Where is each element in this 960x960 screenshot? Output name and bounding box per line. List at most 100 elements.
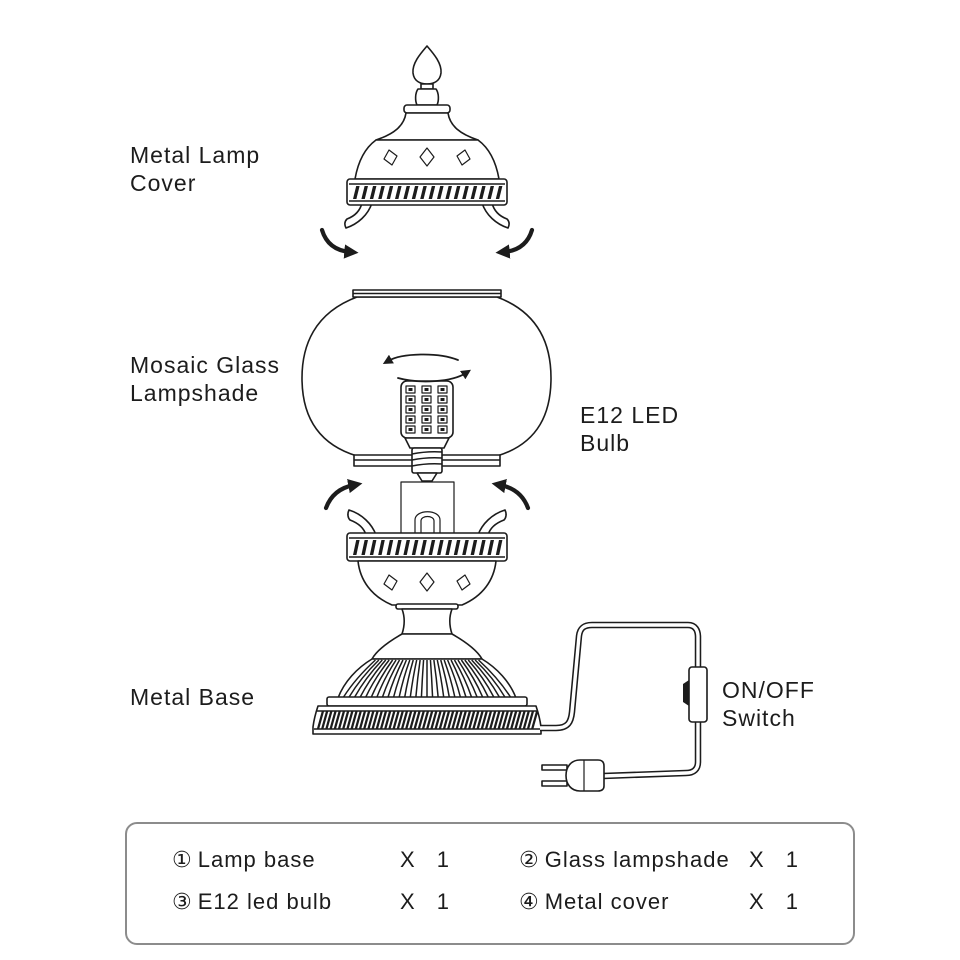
knurl-line xyxy=(451,710,459,730)
flute-line xyxy=(440,659,450,698)
knurl-line xyxy=(409,710,417,730)
flute-line xyxy=(370,659,394,698)
on-off-switch xyxy=(683,666,708,723)
part-quantity: X 1 xyxy=(749,847,800,872)
flute-line xyxy=(433,659,439,698)
band-slot xyxy=(470,540,478,555)
knurl-line xyxy=(455,710,463,730)
flute-line xyxy=(359,659,387,698)
led-chip-core xyxy=(424,428,429,431)
flute-line xyxy=(404,659,414,698)
label-line: ON/OFF xyxy=(722,677,815,703)
base-stem xyxy=(401,608,453,635)
label-line: Cover xyxy=(130,170,197,196)
knurl-line xyxy=(484,710,493,730)
flute-line xyxy=(420,659,425,698)
knurl-line xyxy=(501,710,509,730)
knurl-line xyxy=(518,710,526,730)
label-line: Mosaic Glass xyxy=(130,352,281,378)
knurl-line xyxy=(514,710,522,730)
band-slot xyxy=(470,186,478,199)
band-slot xyxy=(495,186,503,199)
base-prong-right xyxy=(477,509,507,536)
flute-line xyxy=(387,659,404,698)
cover-cutout-right xyxy=(456,149,471,166)
cover-finial xyxy=(412,45,442,85)
label-line: E12 LED xyxy=(580,402,680,428)
part-quantity: X 1 xyxy=(400,889,451,914)
knurl-line xyxy=(489,710,497,730)
metal-base-label: Metal Base xyxy=(130,683,255,711)
knurl-line xyxy=(493,710,501,730)
base-rim xyxy=(326,696,528,707)
knurl-line xyxy=(371,710,379,730)
cover-cutout-center xyxy=(419,147,435,167)
base-plate-knurling xyxy=(316,710,539,730)
band-slot xyxy=(462,540,469,555)
knurl-line xyxy=(505,710,514,730)
flute-line xyxy=(381,659,401,698)
band-slot xyxy=(369,186,377,199)
metal-lamp-cover xyxy=(344,45,510,229)
part-name: Glass lampshade xyxy=(544,847,730,872)
led-chip-core xyxy=(424,388,429,391)
led-chip-core xyxy=(408,428,413,431)
flute-line xyxy=(467,659,495,698)
mosaic-glass-lampshade-label: Mosaic Glass Lampshade xyxy=(130,351,280,407)
flute-line xyxy=(342,659,376,698)
knurl-line xyxy=(333,710,341,730)
cord-upper-core xyxy=(540,623,700,730)
curved-arrow-icon xyxy=(495,227,535,259)
rotate-arrow-lower xyxy=(397,369,471,383)
knurl-line xyxy=(354,710,362,730)
band-slot xyxy=(487,186,494,199)
flute-line xyxy=(429,659,434,698)
flute-line xyxy=(348,659,380,698)
cover-disk xyxy=(403,104,451,114)
knurl-line xyxy=(426,710,434,730)
band-slot xyxy=(353,186,360,199)
band-slot xyxy=(361,186,368,199)
curved-arrow-icon xyxy=(323,479,363,511)
knurl-line xyxy=(346,710,354,730)
base-band-slots xyxy=(353,540,503,555)
base-flute-lines xyxy=(342,659,512,698)
cover-upper-bell xyxy=(375,112,479,141)
plug-prong-top xyxy=(541,764,568,771)
band-slot xyxy=(479,540,486,555)
knurl-line xyxy=(363,710,371,730)
flute-line xyxy=(415,659,421,698)
knurl-line xyxy=(480,710,488,730)
knurl-line xyxy=(510,710,518,730)
rotate-arrow-upper xyxy=(382,353,459,364)
part-number: ④ xyxy=(519,889,540,914)
band-slot xyxy=(378,540,385,555)
flute-line xyxy=(460,659,484,698)
cord-upper-outline xyxy=(540,621,702,732)
led-chip-core xyxy=(440,428,445,431)
led-chip-core xyxy=(424,398,429,401)
knurl-line xyxy=(531,710,539,730)
part-name: Lamp base xyxy=(197,847,316,872)
flute-line xyxy=(409,659,418,698)
label-line: Metal Lamp xyxy=(130,142,261,168)
knurl-line xyxy=(497,710,505,730)
knurl-line xyxy=(358,710,367,730)
band-slot xyxy=(361,540,368,555)
e12-led-bulb-label: E12 LED Bulb xyxy=(580,401,679,457)
cover-prong-right xyxy=(481,202,510,229)
power-plug xyxy=(541,759,605,792)
knurl-line xyxy=(392,710,400,730)
metal-base xyxy=(312,481,542,735)
part-number: ② xyxy=(519,847,540,872)
flute-line xyxy=(453,659,473,698)
band-slot xyxy=(462,186,469,199)
knurl-line xyxy=(321,710,329,730)
band-slot xyxy=(428,186,436,199)
knurl-line xyxy=(413,710,421,730)
